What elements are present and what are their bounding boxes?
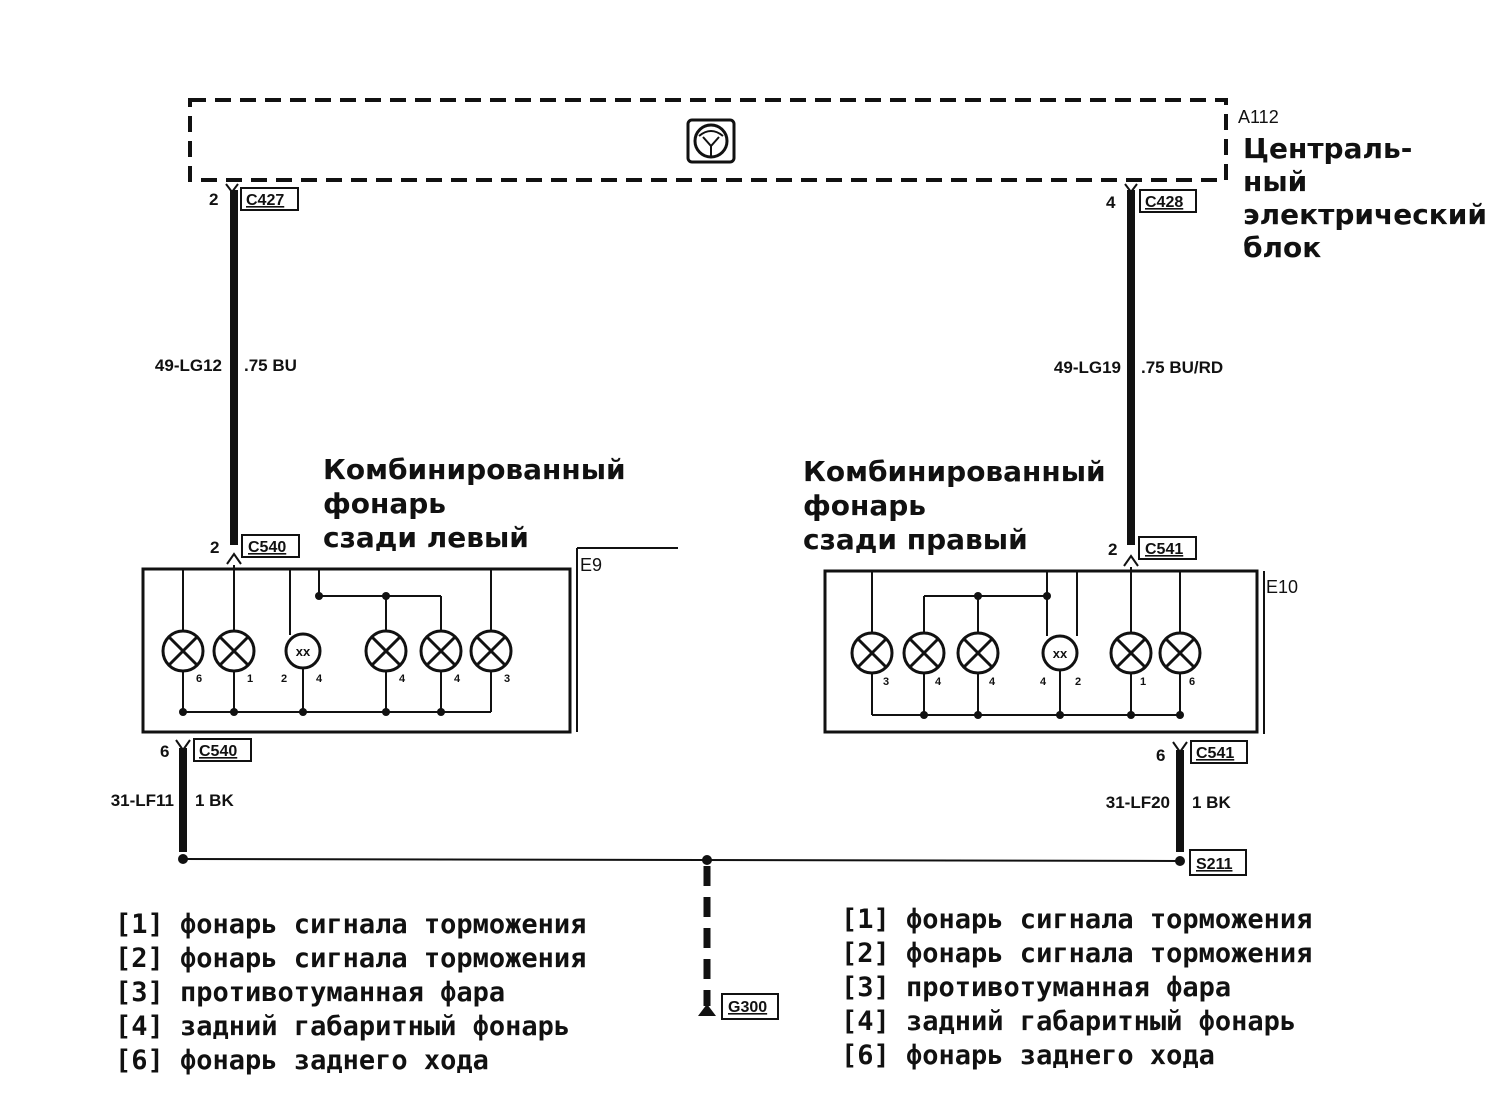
right-lamp-box xyxy=(823,569,1259,734)
left-lamp-id: E9 xyxy=(580,555,602,575)
module-title-line-4: блок xyxy=(1243,231,1321,264)
bulb-label: 4 xyxy=(935,676,942,688)
legend-item: [6] фонарь заднего хода xyxy=(115,1045,489,1076)
left-tail-lamp: 2 C540 E9 xyxy=(111,534,678,852)
bulb-label: 2 xyxy=(281,673,287,685)
right-tail-lamp: 2 C541 E10 xyxy=(823,536,1298,852)
wire-right-bottom-circuit: 31-LF20 xyxy=(1106,793,1170,812)
bulb-label: 1 xyxy=(247,673,253,685)
pin-c540-bottom: 6 xyxy=(160,742,169,761)
bulb-label: 2 xyxy=(1075,676,1081,688)
legend-right: [1] фонарь сигнала торможения [2] фонарь… xyxy=(841,904,1312,1071)
module-title-line-1: Централь- xyxy=(1243,132,1412,165)
connector-c540-top: C540 xyxy=(248,539,286,556)
legend-item: [4] задний габаритный фонарь xyxy=(115,1011,570,1042)
ground-bus: S211 G300 xyxy=(178,849,1247,1020)
wire-right-top-spec: .75 BU/RD xyxy=(1141,358,1223,377)
connector-c428: C428 xyxy=(1145,194,1183,211)
pin-c541-bottom: 6 xyxy=(1156,746,1165,765)
bulb-label: 1 xyxy=(1140,676,1146,688)
pin-c541-top: 2 xyxy=(1108,540,1117,559)
bulb-label: 3 xyxy=(504,673,510,685)
legend-item: [1] фонарь сигнала торможения xyxy=(841,904,1312,935)
ground-g300: G300 xyxy=(728,999,767,1016)
connector-c540-bottom: C540 xyxy=(199,743,237,760)
module-title-line-2: ный xyxy=(1243,165,1307,198)
pin-c428: 4 xyxy=(1106,193,1116,212)
wire-right-top-circuit: 49-LG19 xyxy=(1054,358,1121,377)
connector-c427: C427 xyxy=(246,192,284,209)
legend-item: [1] фонарь сигнала торможения xyxy=(115,909,586,940)
module-symbol-icon xyxy=(686,118,736,164)
left-lamp-title-line-2: фонарь xyxy=(323,487,446,520)
legend-left: [1] фонарь сигнала торможения [2] фонарь… xyxy=(115,909,586,1076)
module-title-line-3: электрический xyxy=(1243,198,1487,231)
bulb-label: 4 xyxy=(316,673,323,685)
legend-item: [3] противотуманная фара xyxy=(841,972,1231,1003)
wire-right-bottom-spec: 1 BK xyxy=(1192,793,1231,812)
central-module-box xyxy=(188,98,1228,182)
bulb-label: 6 xyxy=(196,673,202,685)
pin-c540-top: 2 xyxy=(210,538,219,557)
bulb-label: 4 xyxy=(1040,676,1047,688)
bulb-label: 6 xyxy=(1189,676,1195,688)
legend-item: [2] фонарь сигнала торможения xyxy=(841,938,1312,969)
left-lamp-box xyxy=(141,567,572,734)
wire-left-top-spec: .75 BU xyxy=(244,356,297,375)
left-lamp-title-line-1: Комбинированный xyxy=(323,453,626,486)
right-lamp-title-line-1: Комбинированный xyxy=(803,455,1106,488)
left-lamp-title-line-3: сзади левый xyxy=(323,521,529,554)
legend-item: [2] фонарь сигнала торможения xyxy=(115,943,586,974)
right-lamp-title-line-2: фонарь xyxy=(803,489,926,522)
right-lamp-id: E10 xyxy=(1266,577,1298,597)
bulb-label: 3 xyxy=(883,676,889,688)
wire-left-bottom-circuit: 31-LF11 xyxy=(111,791,174,810)
splice-s211: S211 xyxy=(1196,856,1233,873)
right-lamp-title-line-3: сзади правый xyxy=(803,523,1028,556)
bulb-label: 4 xyxy=(989,676,996,688)
wire-left-top-circuit: 49-LG12 xyxy=(155,356,222,375)
legend-item: [3] противотуманная фара xyxy=(115,977,505,1008)
legend-item: [6] фонарь заднего хода xyxy=(841,1040,1215,1071)
bulb-label: 4 xyxy=(454,673,461,685)
bulb-label: 4 xyxy=(399,673,406,685)
module-id: A112 xyxy=(1238,107,1279,127)
connector-c541-top: C541 xyxy=(1145,541,1183,558)
legend-item: [4] задний габаритный фонарь xyxy=(841,1006,1296,1037)
wire-left-bottom-spec: 1 BK xyxy=(195,791,234,810)
connector-c541-bottom: C541 xyxy=(1196,745,1234,762)
pin-c427: 2 xyxy=(209,190,218,209)
